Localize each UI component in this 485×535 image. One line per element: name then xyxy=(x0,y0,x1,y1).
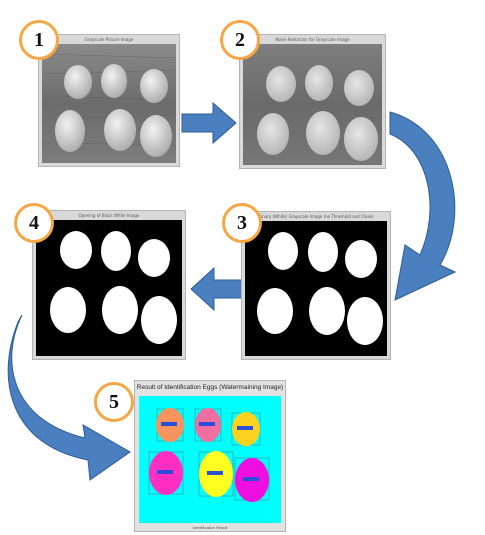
egg xyxy=(55,110,85,152)
step5-result-panel: Result of Identification Eggs (Watermain… xyxy=(134,380,286,532)
step3-caption: Binary (White) Grayscale Image (no Thres… xyxy=(258,214,374,219)
egg-blob xyxy=(308,232,338,272)
step1-grayscale-panel: Grayscale Picture Image xyxy=(38,34,180,167)
step3-number-badge: 3 xyxy=(222,203,262,243)
egg xyxy=(344,117,378,161)
step2-smoothed-photo xyxy=(243,44,382,165)
step2-image xyxy=(243,44,382,165)
egg xyxy=(101,64,127,98)
step4-image xyxy=(36,220,182,356)
egg-blob xyxy=(309,287,345,335)
egg-blob xyxy=(101,231,131,271)
step3-binary-image xyxy=(245,221,387,356)
egg xyxy=(306,111,340,155)
step4-binary-image xyxy=(36,220,182,356)
egg xyxy=(305,65,333,101)
egg-blob xyxy=(50,287,86,333)
egg xyxy=(266,66,296,102)
step5-title: Result of Identification Eggs (Watermain… xyxy=(136,384,284,391)
egg-blob xyxy=(138,239,170,277)
arrow-step1-to-step2 xyxy=(181,101,237,145)
egg-blob xyxy=(60,231,92,269)
egg-blob xyxy=(141,296,177,344)
arrow-step4-to-step5 xyxy=(7,314,131,481)
arrow-step3-to-step4 xyxy=(190,266,243,312)
step1-egg-photo xyxy=(42,44,176,163)
step3-image xyxy=(245,221,387,356)
egg-blob xyxy=(268,232,298,270)
egg xyxy=(344,70,374,106)
step5-image xyxy=(139,396,281,523)
egg xyxy=(64,65,92,99)
step1-caption: Grayscale Picture Image xyxy=(84,37,134,42)
step4-caption: Opening of Black White Image xyxy=(78,213,140,218)
egg-blob xyxy=(345,240,377,278)
egg-blob xyxy=(102,286,138,334)
egg-blob xyxy=(347,297,383,345)
step2-noise-reduction-panel: Noise Reduction for Grayscale Image xyxy=(239,34,386,169)
egg xyxy=(140,115,172,157)
arrow-step2-to-step3 xyxy=(389,111,457,301)
step5-number-badge: 5 xyxy=(94,382,134,422)
egg xyxy=(104,109,136,151)
egg-blob xyxy=(257,288,293,334)
egg xyxy=(140,69,168,103)
step4-number-badge: 4 xyxy=(14,203,54,243)
step4-opening-panel: Opening of Black White Image xyxy=(32,210,186,360)
step5-labeled-result xyxy=(139,396,281,523)
step3-binary-panel: Binary (White) Grayscale Image (no Thres… xyxy=(241,211,391,360)
step2-caption: Noise Reduction for Grayscale Image xyxy=(275,37,350,42)
step5-footer: Identification Result xyxy=(192,525,228,530)
step1-number-badge: 1 xyxy=(19,20,59,60)
step2-number-badge: 2 xyxy=(220,20,260,60)
egg xyxy=(257,113,289,155)
step1-image xyxy=(42,44,176,163)
